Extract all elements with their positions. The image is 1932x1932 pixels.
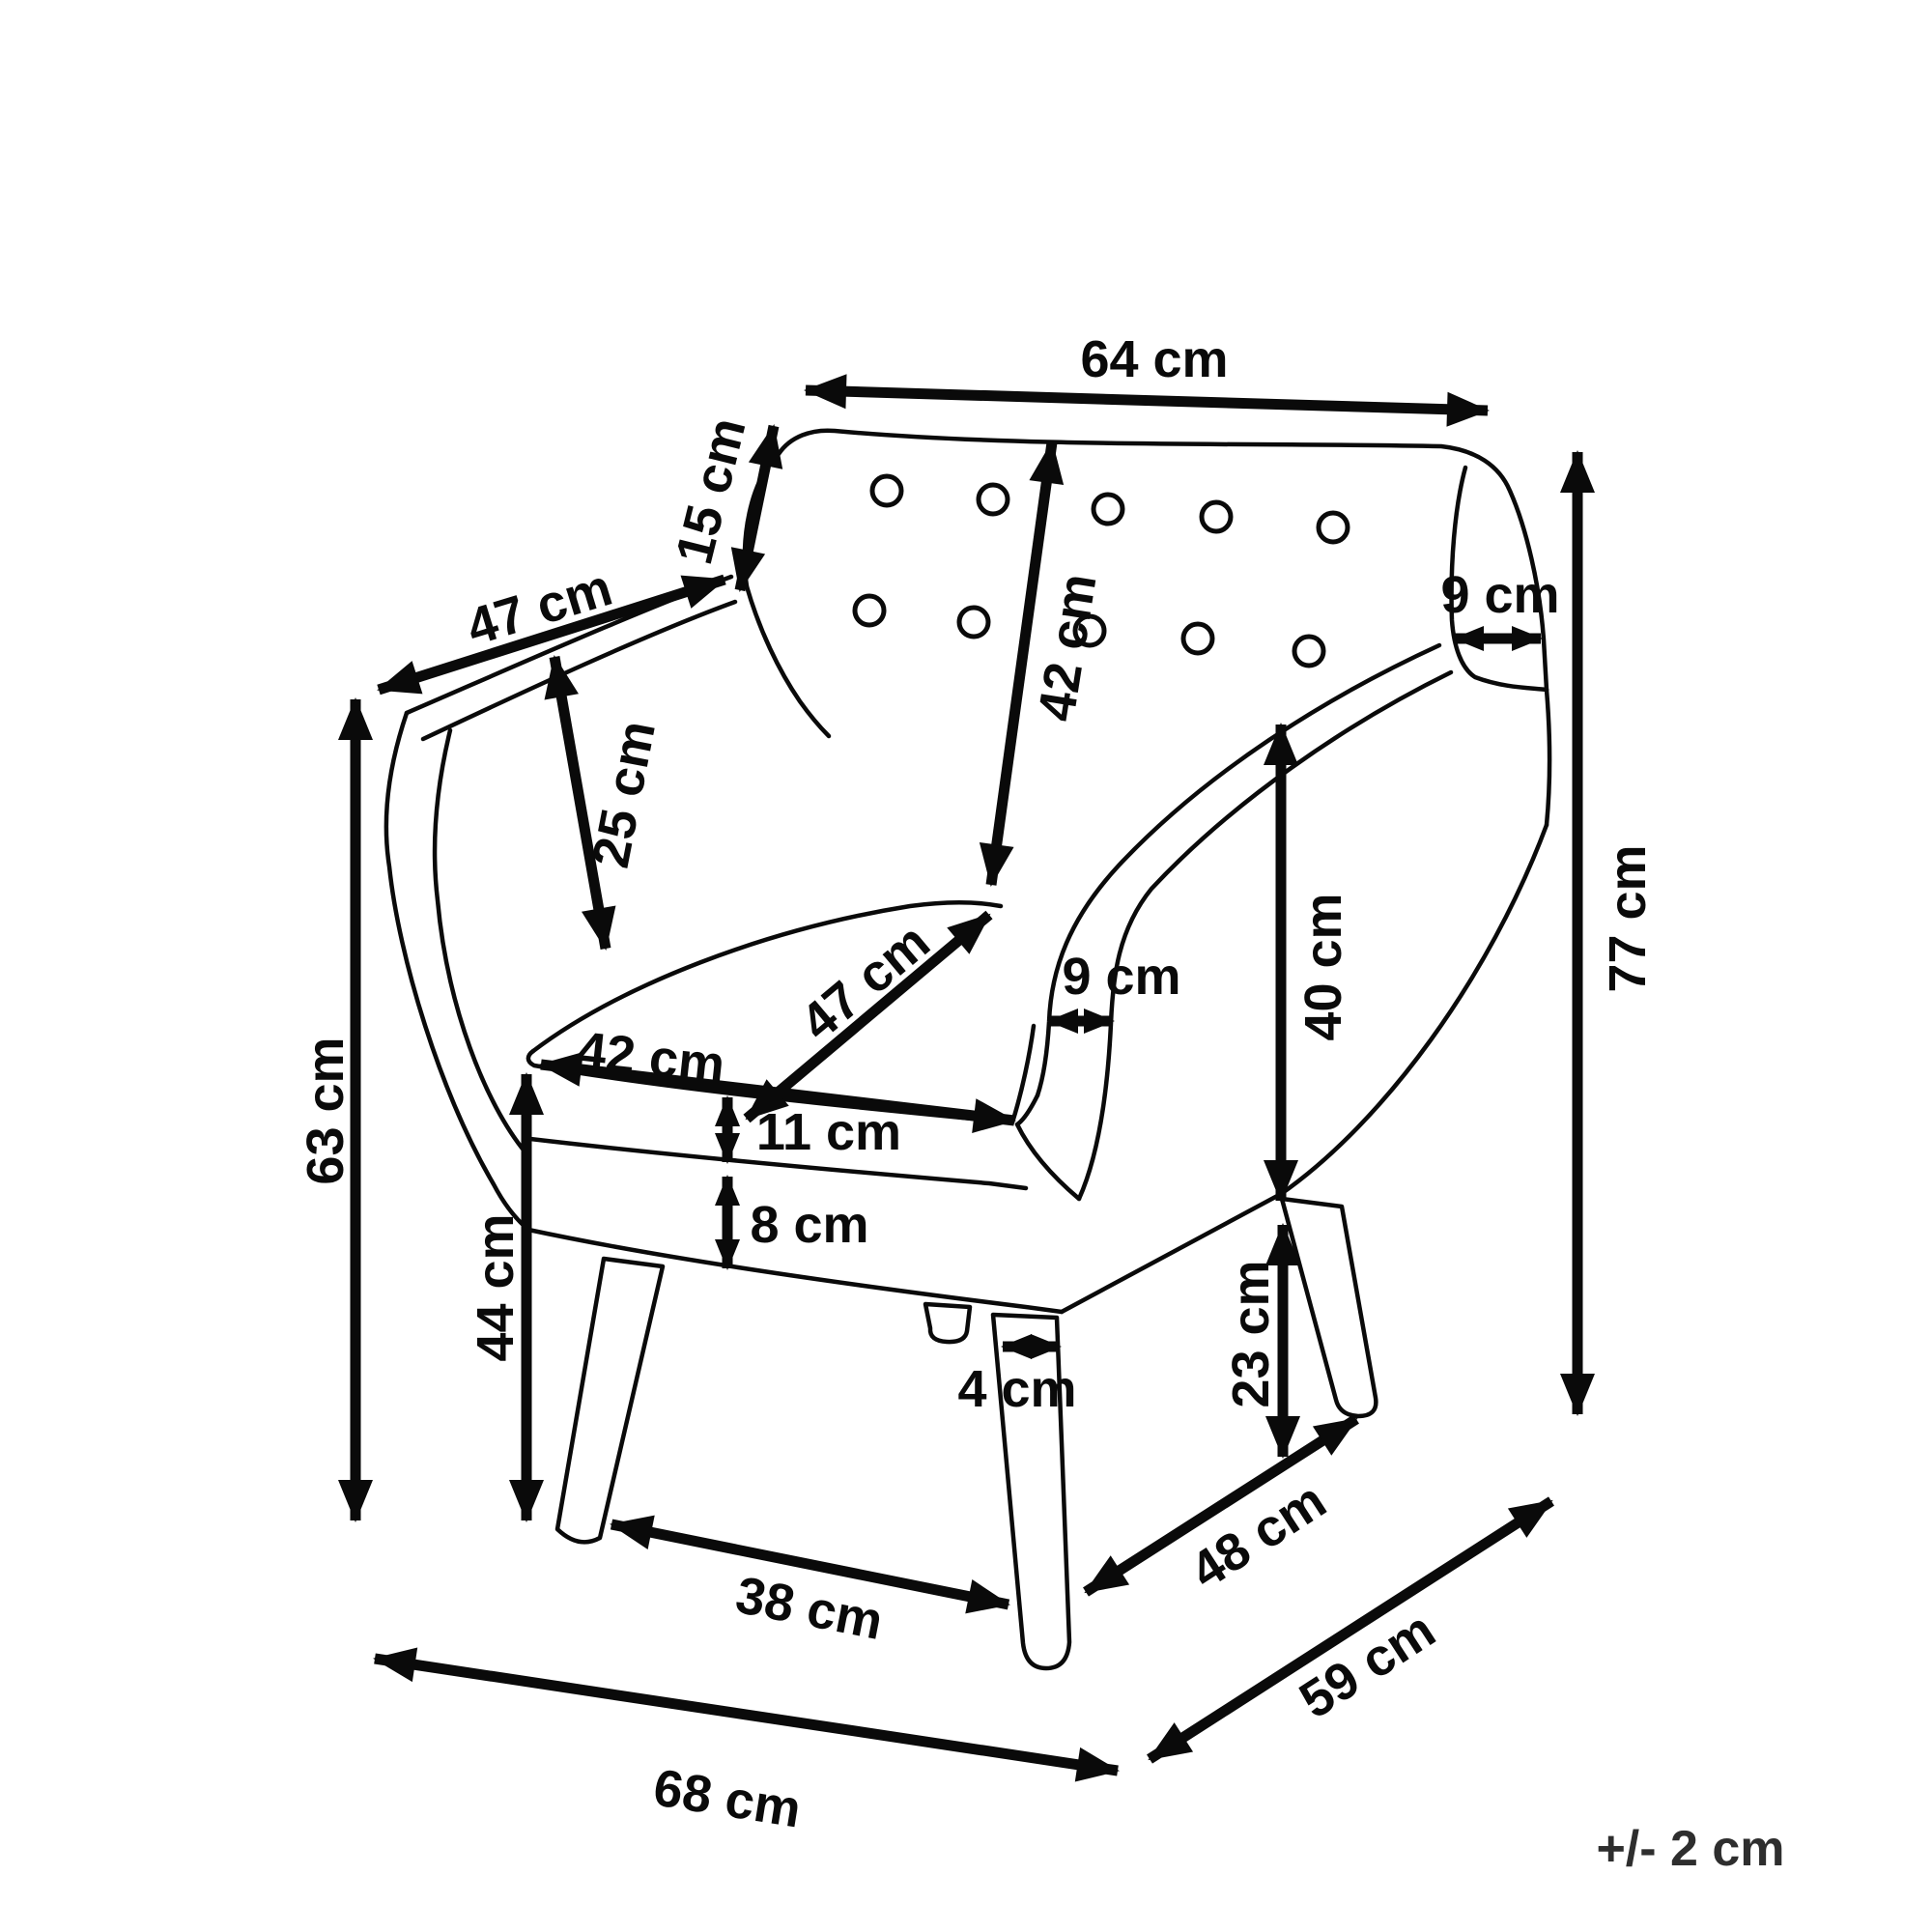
tufting-button: [956, 605, 991, 639]
dim-arrow-seat-width: [539, 1052, 1016, 1133]
dim-arrow-total-depth: [1147, 1496, 1554, 1764]
dim-label-backrest-height: 42 cm: [1027, 570, 1107, 725]
right-armrest-top-inner: [1076, 669, 1454, 1202]
dim-label-seat-width: 42 cm: [575, 1021, 728, 1094]
right-side-edge: [1544, 687, 1552, 828]
base-bottom-right: [1059, 1191, 1284, 1315]
tufting-button: [1091, 492, 1125, 526]
backrest-left-base-seam: [744, 583, 832, 739]
tufting-buttons-layer: [852, 473, 1350, 668]
left-armrest-inner: [432, 727, 528, 1155]
dim-label-armrest-floor-height: 63 cm: [297, 1037, 355, 1184]
dim-arrow-armrest-length: [377, 574, 726, 696]
right-armrest-top-outer: [1035, 642, 1442, 1098]
dim-arrow-total-width: [373, 1647, 1120, 1782]
dim-arrow-backrest-height: [979, 440, 1065, 887]
dim-label-cushion-thickness: 11 cm: [756, 1103, 901, 1161]
dim-label-leg-thickness: 4 cm: [957, 1360, 1076, 1418]
dim-arrow-back-width: [804, 374, 1490, 427]
dim-label-total-width: 68 cm: [650, 1758, 806, 1838]
base-bottom-front: [526, 1227, 1065, 1315]
tufting-button: [976, 482, 1010, 517]
tufting-button: [1199, 499, 1234, 534]
dim-label-inner-back-height: 25 cm: [582, 716, 667, 872]
cushion-bottom-seam: [527, 1136, 1029, 1191]
dim-arrow-armrest-back-drop: [730, 424, 783, 592]
tufting-button: [852, 593, 887, 628]
tolerance-note: +/- 2 cm: [1596, 1821, 1784, 1877]
dim-label-armrest-width: 9 cm: [1062, 948, 1180, 1006]
dim-label-base-thickness: 8 cm: [750, 1196, 868, 1254]
back-right-leg: [1279, 1196, 1378, 1419]
armchair-drawing: [384, 428, 1552, 1671]
tufting-button: [869, 473, 904, 508]
right-armrest-front-seam: [1014, 1093, 1082, 1202]
front-left-leg: [554, 1256, 666, 1545]
dim-arrow-front-leg-span: [610, 1515, 1010, 1614]
left-armrest-outer: [384, 710, 531, 1233]
dim-label-seat-base-depth: 48 cm: [1180, 1471, 1336, 1601]
dim-label-seat-depth: 47 cm: [790, 913, 941, 1052]
tufting-button: [1072, 613, 1107, 648]
tufting-button: [1316, 510, 1350, 545]
dim-arrow-inner-back-height: [544, 655, 616, 951]
tufting-button: [1292, 634, 1326, 668]
base-right-curve: [1278, 822, 1549, 1197]
tufting-button: [1180, 621, 1215, 656]
dim-label-rear-leg-height: 23 cm: [1222, 1260, 1280, 1407]
dim-label-back-width: 64 cm: [1080, 330, 1228, 388]
dim-label-back-side-width: 9 cm: [1440, 566, 1559, 624]
dim-label-total-height: 77 cm: [1599, 844, 1657, 992]
dim-label-armrest-height: 40 cm: [1294, 893, 1352, 1040]
dim-label-seat-height: 44 cm: [467, 1213, 525, 1361]
back-left-leg: [923, 1301, 973, 1345]
